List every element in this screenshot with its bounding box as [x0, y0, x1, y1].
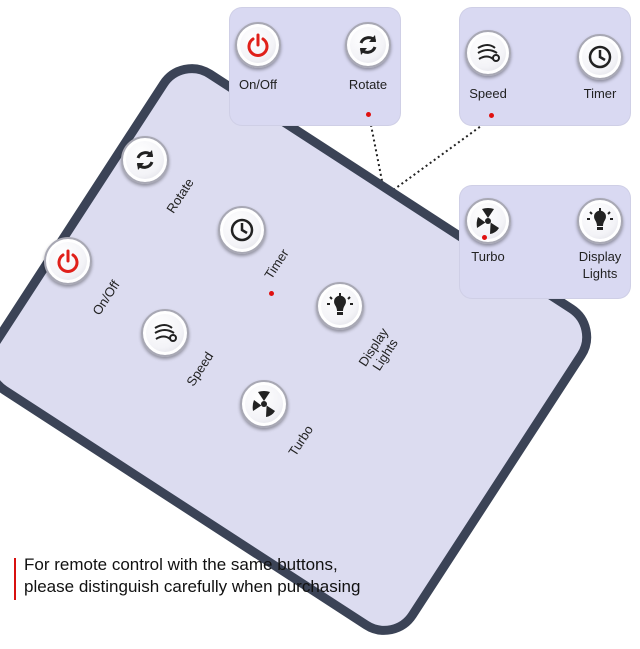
- timer-pointer-dot: [269, 291, 274, 296]
- panel-speed-label: Speed: [469, 86, 507, 101]
- panel-speed-button[interactable]: [465, 30, 511, 76]
- on-off-button[interactable]: [44, 237, 92, 285]
- turbo-fan-icon: [252, 391, 275, 417]
- timer-button[interactable]: [218, 206, 266, 254]
- display-lights-button[interactable]: [316, 282, 364, 330]
- display-lights-icon: [327, 293, 353, 315]
- panel-display-lights-button[interactable]: [577, 198, 623, 244]
- speed-icon: [477, 44, 500, 62]
- display-lights-icon: [587, 208, 613, 230]
- panel-rotate-button[interactable]: [345, 22, 391, 68]
- panel-speed-timer: Speed Timer: [460, 8, 630, 125]
- speed-button[interactable]: [141, 309, 189, 357]
- caption-accent-bar: [14, 558, 16, 600]
- turbo-button[interactable]: [240, 380, 288, 428]
- panel-power-rotate-dot: [366, 112, 371, 117]
- rotate-icon: [359, 35, 377, 55]
- panel-turbo-label: Turbo: [471, 249, 505, 264]
- power-icon: [57, 249, 79, 273]
- panel-on-off-button[interactable]: [235, 22, 281, 68]
- caption-line-1: For remote control with the same buttons…: [24, 555, 338, 574]
- panel-turbo-display: Turbo Display Lights: [460, 186, 630, 298]
- panel-rotate-label: Rotate: [348, 77, 388, 92]
- panel-turbo-button[interactable]: [465, 198, 511, 244]
- leader-lines: [270, 114, 493, 294]
- panel-timer-button[interactable]: [577, 34, 623, 80]
- power-icon: [247, 33, 269, 57]
- panel-timer-label: Timer: [583, 86, 617, 101]
- panel-speed-timer-dot: [489, 113, 494, 118]
- panel-turbo-dot: [482, 235, 487, 240]
- rotate-icon: [136, 150, 154, 170]
- timer-icon: [588, 45, 612, 69]
- timer-icon: [230, 218, 254, 242]
- turbo-fan-icon: [476, 208, 499, 234]
- panel-on-off-label: On/Off: [238, 77, 278, 92]
- caption-line-2: please distinguish carefully when purcha…: [24, 577, 361, 596]
- power-button[interactable]: [121, 136, 169, 184]
- speed-icon: [154, 324, 177, 342]
- panel-power-rotate: On/Off Rotate: [230, 8, 400, 125]
- panel-display-lights-label: Display Lights: [578, 249, 622, 281]
